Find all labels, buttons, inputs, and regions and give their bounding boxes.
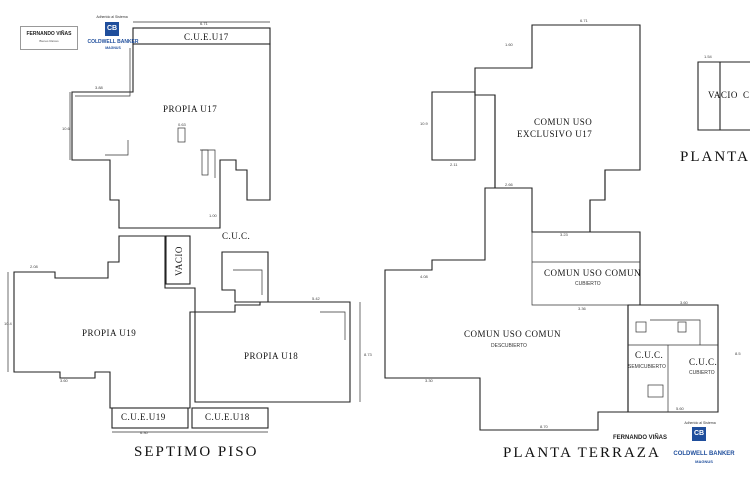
planta-right-plan: 1.54 xyxy=(697,54,750,131)
vacio-left-area xyxy=(165,235,191,285)
label-cue-u18: C.U.E.U18 xyxy=(205,412,250,422)
svg-text:8.5: 8.5 xyxy=(735,351,741,356)
fv-name: FERNANDO VIÑAS xyxy=(26,31,72,37)
terraza-plan: 6.71 1.60 10.9 2.11 2.66 3.23 4.08 3.36 … xyxy=(384,18,741,431)
svg-text:3.60: 3.60 xyxy=(60,378,69,383)
svg-text:10.9: 10.9 xyxy=(420,121,429,126)
coldwell-banker-icon-bottom: CB xyxy=(692,427,706,441)
svg-text:5.60: 5.60 xyxy=(676,406,685,411)
fv-name-bottom: FERNANDO VIÑAS xyxy=(612,435,667,441)
svg-text:3.23: 3.23 xyxy=(560,232,569,237)
label-cubierto-2: CUBIERTO xyxy=(689,370,715,376)
fernando-vinas-logo: FERNANDO VIÑAS Bienes Raíces xyxy=(20,26,78,50)
adherido-text: Adherido al Sistema xyxy=(96,15,128,19)
fv-sub: Bienes Raíces xyxy=(39,39,59,43)
cue-u19-area xyxy=(111,407,189,429)
label-propia-u19: PROPIA U19 xyxy=(82,328,136,338)
svg-text:3.88: 3.88 xyxy=(95,85,104,90)
svg-text:2.08: 2.08 xyxy=(30,264,39,269)
coldwell-banker-name-bottom: COLDWELL BANKER xyxy=(673,451,735,457)
svg-text:10.6: 10.6 xyxy=(62,126,71,131)
svg-text:1.00: 1.00 xyxy=(209,213,218,218)
label-comun-uso-comun-cubierto: COMUN USO COMUN xyxy=(544,268,641,278)
label-descubierto: DESCUBIERTO xyxy=(491,343,527,349)
svg-text:2.66: 2.66 xyxy=(505,182,514,187)
svg-text:4.08: 4.08 xyxy=(420,274,429,279)
svg-text:2.11: 2.11 xyxy=(450,162,458,167)
label-cubierto: CUBIERTO xyxy=(575,281,601,287)
label-cue-u19: C.U.E.U19 xyxy=(121,412,166,422)
svg-text:5.42: 5.42 xyxy=(312,296,321,301)
label-propia-u18: PROPIA U18 xyxy=(244,351,298,361)
label-right-c: C xyxy=(743,90,750,100)
label-cuc-left: C.U.C. xyxy=(222,231,250,241)
svg-text:1.54: 1.54 xyxy=(704,54,713,59)
svg-text:3.36: 3.36 xyxy=(578,306,587,311)
svg-text:3.60: 3.60 xyxy=(680,300,689,305)
label-exclusivo-u17: EXCLUSIVO U17 xyxy=(517,129,592,139)
adherido-text-bottom: Adherido al Sistema xyxy=(684,421,716,425)
svg-text:6.30: 6.30 xyxy=(140,430,149,435)
label-cue-u17: C.U.E.U17 xyxy=(184,32,229,42)
label-comun-uso: COMUN USO xyxy=(534,117,592,127)
label-cuc-cubierto: C.U.C. xyxy=(689,357,717,367)
coldwell-banker-sub: MAGNUS xyxy=(105,46,121,50)
propia-u19-area xyxy=(13,235,196,409)
propia-u17-area xyxy=(71,43,271,229)
svg-text:0.63: 0.63 xyxy=(178,122,187,127)
title-planta-cut: PLANTA xyxy=(680,149,750,165)
label-vacio-right: VACIO xyxy=(708,90,738,100)
label-propia-u17: PROPIA U17 xyxy=(163,104,217,114)
svg-text:1.60: 1.60 xyxy=(505,42,514,47)
title-planta-terraza: PLANTA TERRAZA xyxy=(503,445,661,461)
coldwell-banker-sub-bottom: MAGNUS xyxy=(695,459,713,464)
label-vacio-left: VACIO xyxy=(174,246,184,276)
coldwell-banker-icon: CB xyxy=(105,22,119,36)
svg-text:6.71: 6.71 xyxy=(580,18,589,23)
label-semicubierto: SEMICUBIERTO xyxy=(628,364,666,370)
coldwell-banker-name: COLDWELL BANKER xyxy=(87,39,139,45)
label-cuc-semi: C.U.C. xyxy=(635,350,663,360)
title-septimo-piso: SEPTIMO PISO xyxy=(134,444,258,460)
svg-text:8.73: 8.73 xyxy=(364,352,373,357)
label-comun-uso-comun-descubierto: COMUN USO COMUN xyxy=(464,329,561,339)
svg-text:10.4: 10.4 xyxy=(4,321,13,326)
cue-u18-area xyxy=(191,407,269,429)
svg-text:6.71: 6.71 xyxy=(200,21,209,26)
septimo-piso-plan: 3.88 6.71 10.6 2.08 3.60 10.4 6.30 5.42 … xyxy=(4,21,373,435)
svg-text:3.30: 3.30 xyxy=(425,378,434,383)
svg-text:8.70: 8.70 xyxy=(540,424,549,429)
